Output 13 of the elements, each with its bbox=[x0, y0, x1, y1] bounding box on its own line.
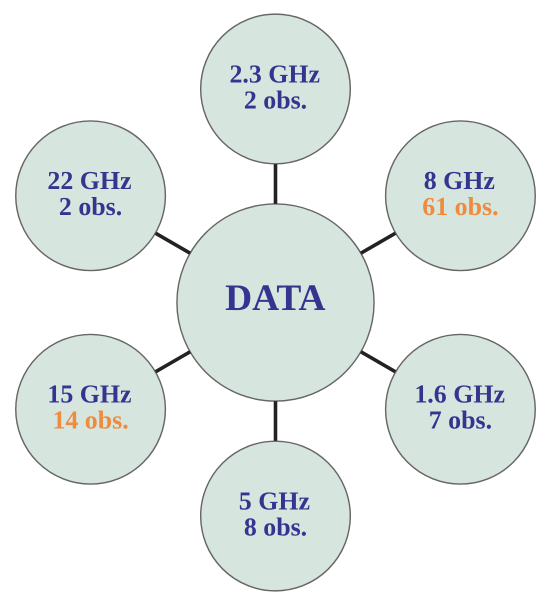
connector bbox=[274, 401, 278, 441]
node-circle: 15 GHz 14 obs. bbox=[15, 334, 166, 485]
node-circle: 5 GHz 8 obs. bbox=[200, 440, 352, 592]
node-circle: 2.3 GHz 2 obs. bbox=[200, 13, 352, 165]
connector bbox=[360, 232, 396, 255]
connector bbox=[154, 350, 191, 374]
node-circle: 8 GHz 61 obs. bbox=[384, 120, 536, 272]
node-circle: 1.6 GHz 7 obs. bbox=[384, 334, 536, 485]
connector bbox=[154, 232, 191, 255]
node-circle: 22 GHz 2 obs. bbox=[15, 120, 166, 272]
connector bbox=[274, 164, 278, 204]
node-circle: DATA bbox=[176, 203, 375, 402]
connector bbox=[360, 350, 396, 374]
